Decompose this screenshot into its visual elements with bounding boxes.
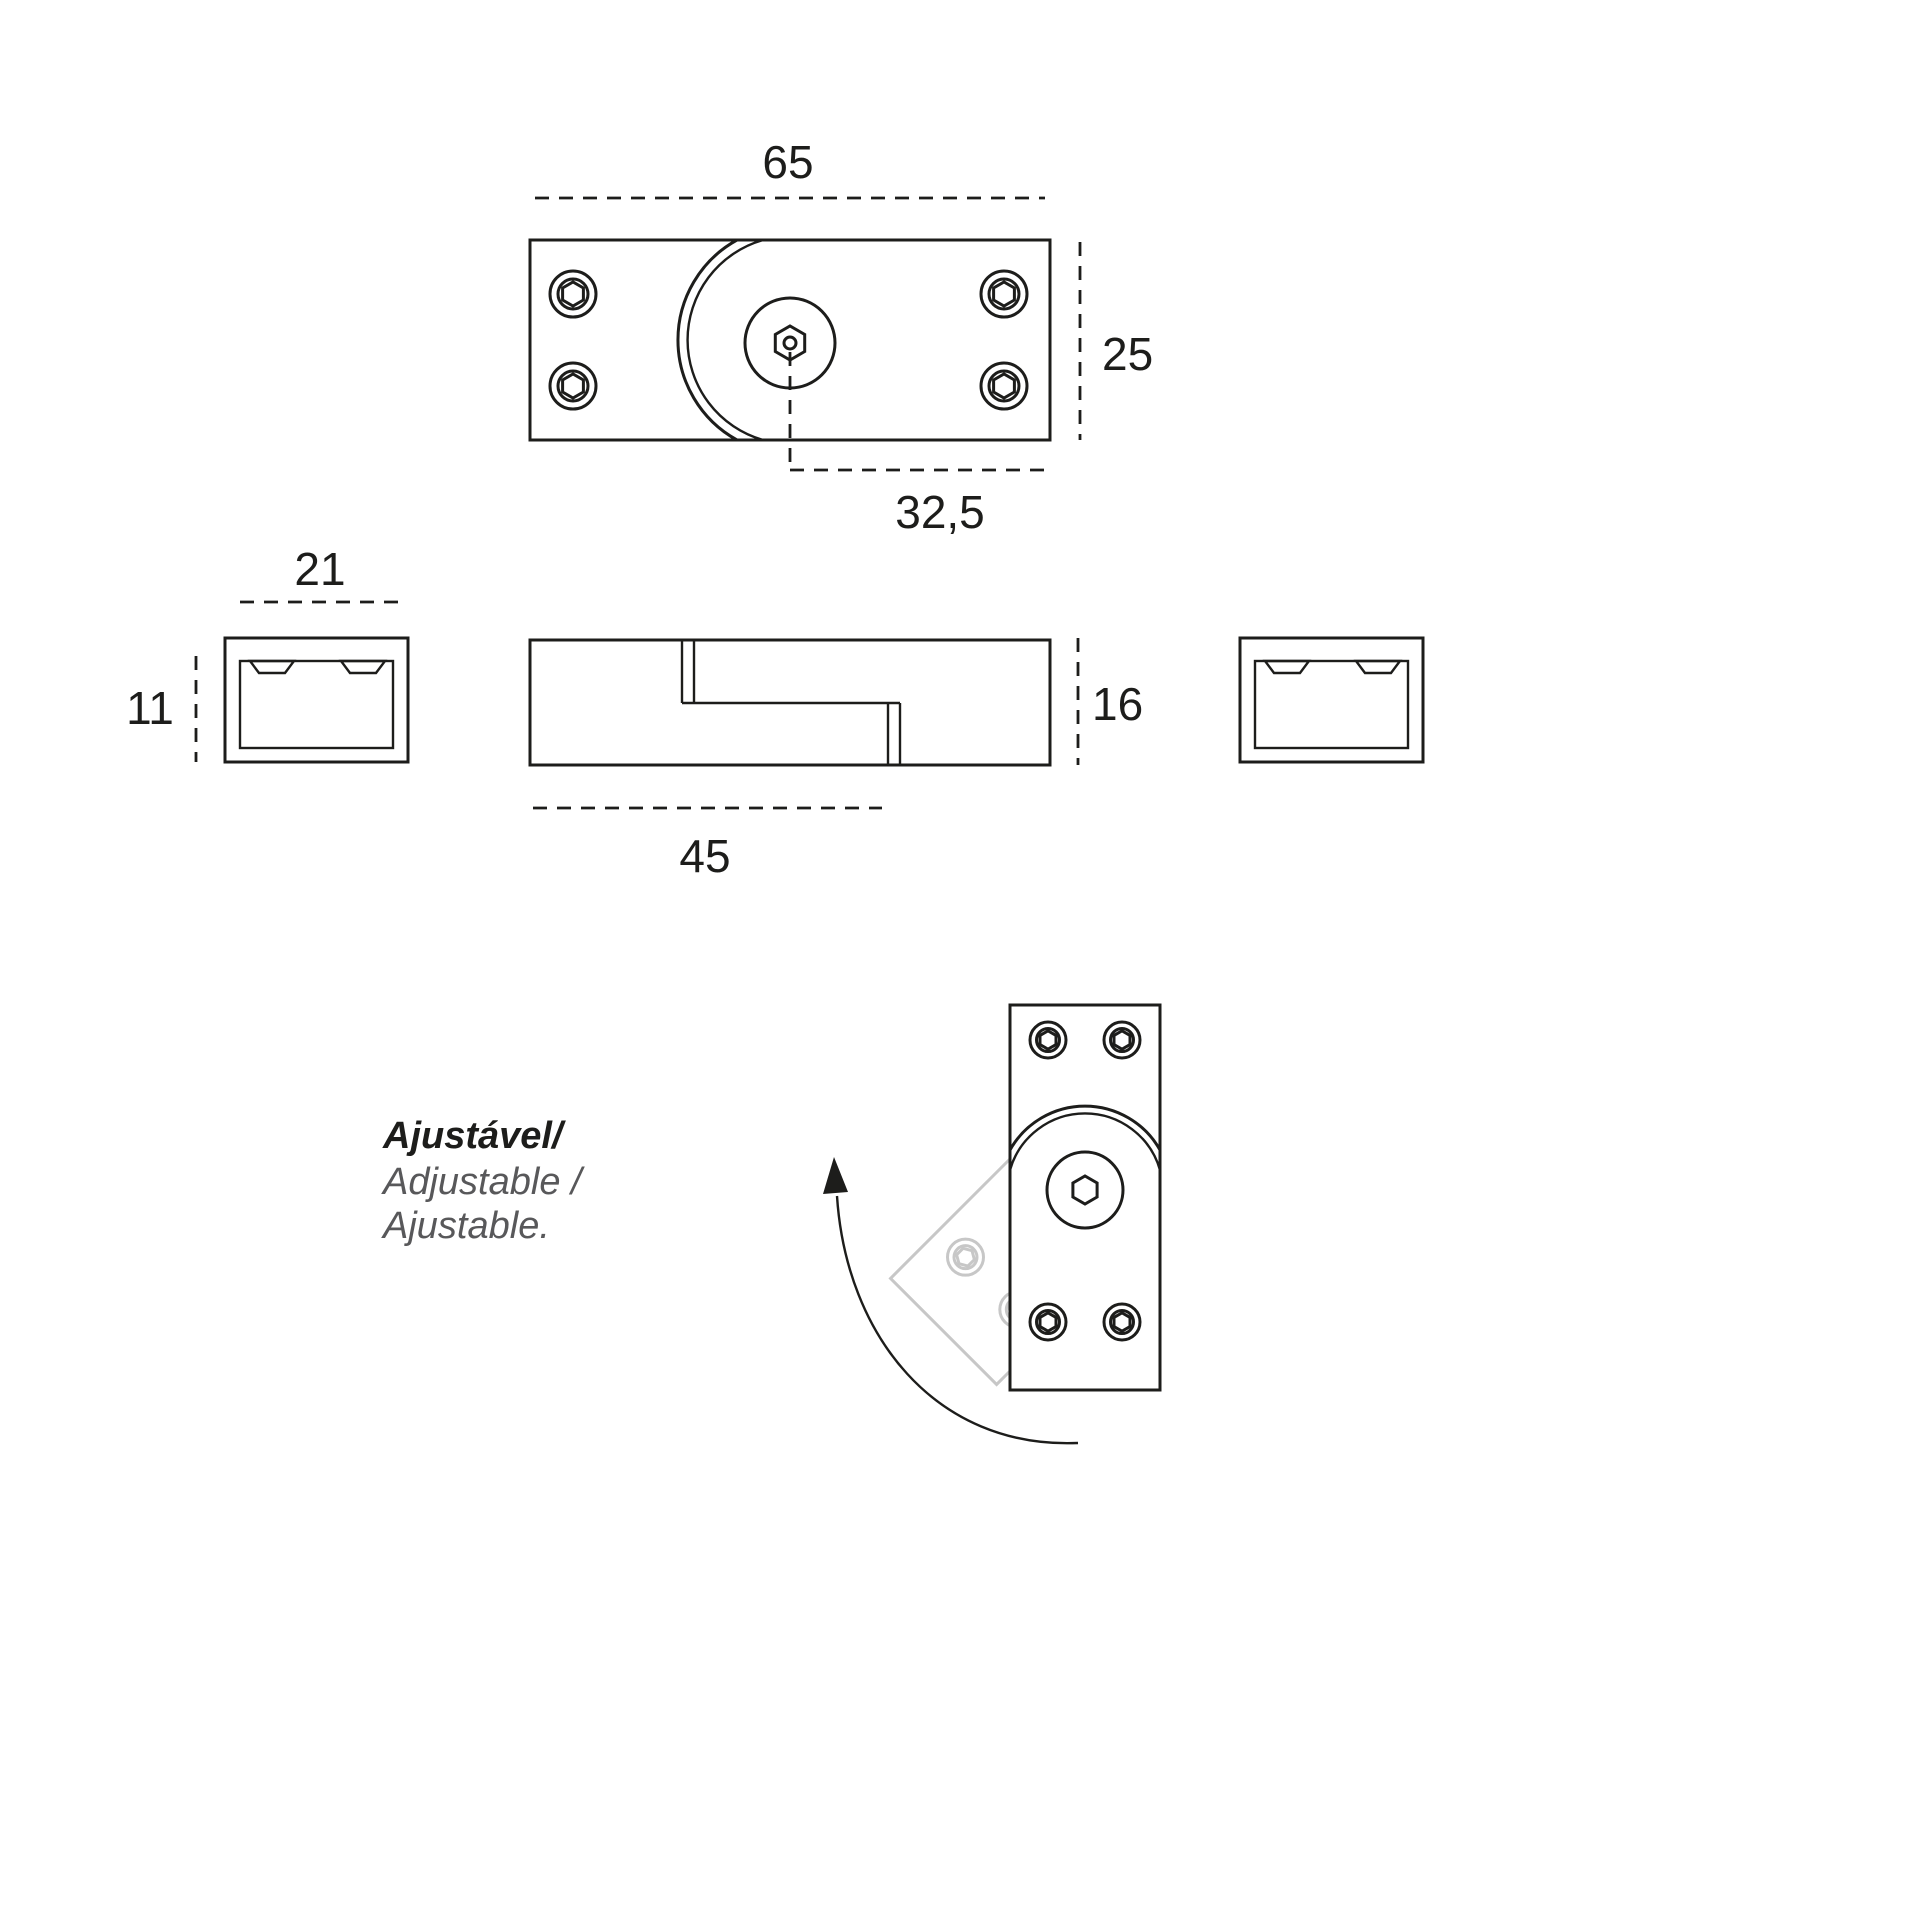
end-view-right [1238,636,1425,764]
dimension-label-45: 45 [679,830,730,882]
dimension-label-65: 65 [762,136,813,188]
rotation-arrow-curve [835,1195,1079,1445]
dimension-label-32-5: 32,5 [895,486,985,538]
dimension-pivot-offset: 32,5 [788,352,1048,538]
pivot-housing-arc-outer [1008,1104,1162,1151]
hex-screw-icon [548,269,598,319]
dimension-plate-width: 65 [535,136,1045,200]
top-view [528,238,1052,442]
dimension-label-16: 16 [1092,678,1143,730]
plate-outline-vertical [1008,1003,1162,1392]
dimension-end-height: 11 [126,656,198,762]
end-view-left [223,636,410,764]
hex-screw-icon [548,361,598,411]
adjustable-view [823,1003,1162,1445]
dimension-end-width: 21 [240,543,405,604]
body-outline [528,638,1052,767]
caption-line-es: Ajustable. [381,1205,550,1247]
end-cap-outline [1238,636,1425,764]
ghost-hex-screw-icon [938,1230,993,1285]
dimension-label-21: 21 [294,543,345,595]
hex-screw-icon [979,361,1029,411]
pivot-housing-arc-outer [676,238,738,442]
caption-line-pt: Ajustável/ [382,1115,566,1157]
pivot-screw-icon [743,296,837,390]
plate-outline [528,238,1052,442]
pivot-housing-arc-inner [686,238,764,442]
rotation-arrowhead-icon [823,1157,848,1194]
dimension-plate-height: 25 [1078,242,1153,440]
dimension-label-11: 11 [126,682,174,734]
hex-screw-icon [979,269,1029,319]
dimension-body-length: 45 [533,806,882,882]
caption-block: Ajustável/ Adjustable / Ajustable. [381,1115,585,1247]
dimension-body-height: 16 [1076,638,1143,765]
dimension-label-25: 25 [1102,328,1153,380]
side-view [528,638,1052,767]
pivot-housing-arc-inner [1008,1112,1162,1171]
end-cap-outline [223,636,410,764]
caption-line-en: Adjustable / [381,1161,585,1203]
